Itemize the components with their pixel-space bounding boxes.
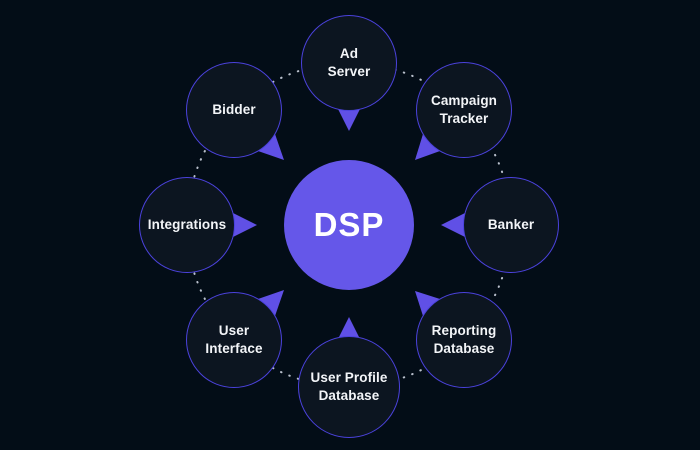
node-label: Integrations	[147, 216, 227, 232]
arrowhead-bidder-icon	[258, 134, 284, 160]
arrowhead-user-interface-icon	[258, 290, 284, 316]
node-banker: Banker	[463, 177, 559, 273]
node-campaign-tracker: Campaign Tracker	[416, 62, 512, 158]
node-label: Campaign Tracker	[430, 92, 498, 126]
arrowhead-reporting-database-icon	[415, 291, 440, 316]
node-label: Ad Server	[327, 45, 371, 79]
node-label: Banker	[487, 216, 535, 232]
node-label: User Interface	[205, 322, 263, 356]
node-ad-server: Ad Server	[301, 15, 397, 111]
node-bidder: Bidder	[186, 62, 282, 158]
node-label: User Profile Database	[310, 369, 388, 403]
node-dsp-center: DSP	[284, 160, 414, 290]
arrowhead-banker-icon	[441, 213, 465, 237]
node-integrations: Integrations	[139, 177, 235, 273]
node-user-interface: User Interface	[186, 292, 282, 388]
arrowhead-ad-server-icon	[337, 107, 361, 131]
arrowhead-integrations-icon	[233, 213, 257, 237]
arrowhead-campaign-tracker-icon	[415, 134, 440, 160]
center-label: DSP	[313, 206, 385, 243]
node-reporting-database: Reporting Database	[416, 292, 512, 388]
node-user-profile-database: User Profile Database	[298, 336, 400, 438]
node-label: Bidder	[212, 101, 256, 117]
node-label: Reporting Database	[431, 322, 497, 356]
arrowhead-user-profile-database-icon	[337, 317, 361, 341]
